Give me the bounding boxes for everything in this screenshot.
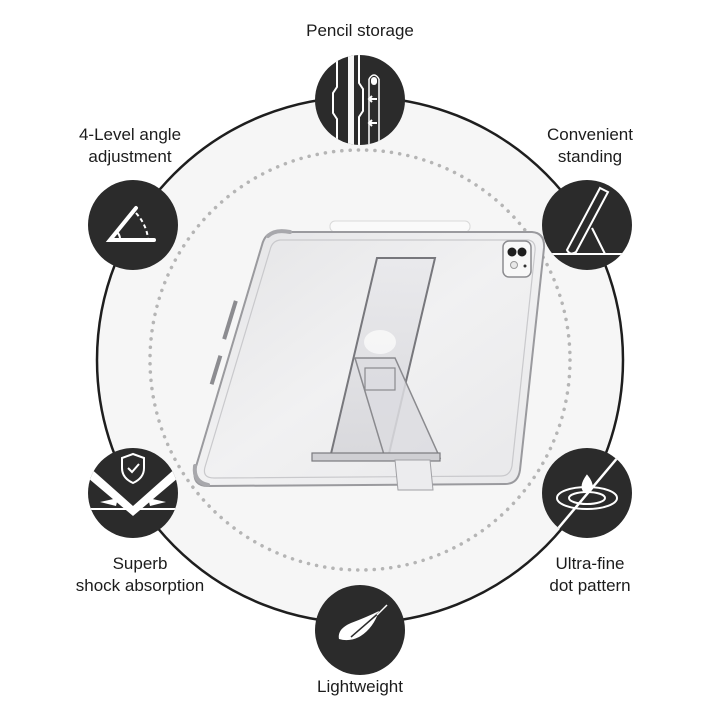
feature-label-pencil-storage: Pencil storage [306,21,414,40]
feature-label-shock-absorption: Superb shock absorption [75,554,205,595]
feature-label-dot-pattern: Ultra-fine dot pattern [549,554,631,595]
kickstand-icon [542,180,632,270]
feature-label-angle-adjustment: 4-Level angle adjustment [78,125,182,166]
camera-bump [502,240,532,278]
pencil-storage-icon [315,55,405,145]
feather-icon [315,585,405,675]
dotted-inner-ring [148,148,572,572]
feature-label-convenient-standing: Convenient standing [546,125,633,166]
angle-adjustment-icon [88,180,178,270]
water-drop-ripple-icon [542,448,632,538]
pencil [329,220,471,233]
feature-label-lightweight: Lightweight [316,677,403,696]
shield-shock-icon [88,448,178,538]
